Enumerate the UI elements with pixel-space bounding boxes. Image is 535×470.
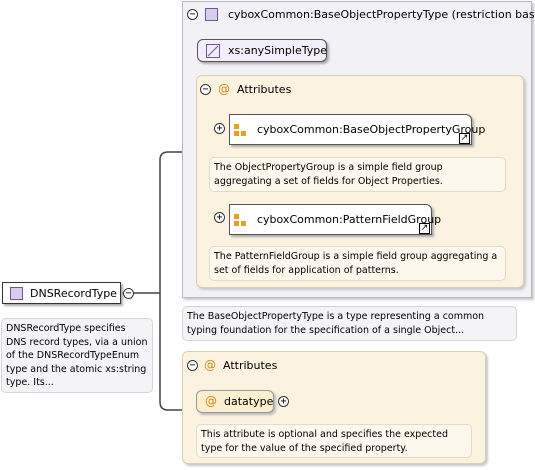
- attribute-group-box[interactable]: cyboxCommon:BaseObjectPropertyGroup ↗: [229, 114, 485, 145]
- attribute-description: This attribute is optional and specifies…: [196, 424, 472, 458]
- root-description: DNSRecordType specifies DNS record types…: [1, 318, 153, 393]
- complex-type-icon: [10, 287, 23, 300]
- simple-type-icon: [206, 44, 220, 58]
- attribute-group-description: The PatternFieldGroup is a simple field …: [209, 246, 506, 281]
- complex-type-icon: [205, 8, 218, 21]
- root-type-name: DNSRecordType: [30, 287, 117, 300]
- simple-type-name: xs:anySimpleType: [228, 44, 327, 57]
- base-type-collapse-toggle[interactable]: −: [187, 9, 198, 20]
- attribute-group-icon: [234, 214, 248, 228]
- attribute-group-description: The ObjectPropertyGroup is a simple fiel…: [209, 157, 506, 192]
- base-attributes-label: Attributes: [237, 83, 292, 96]
- group-expand-toggle[interactable]: +: [214, 212, 225, 223]
- attribute-group-icon: [234, 124, 248, 138]
- jump-arrow-icon[interactable]: ↗: [419, 223, 430, 234]
- root-type-box[interactable]: DNSRecordType: [2, 282, 121, 304]
- attribute-group-box[interactable]: cyboxCommon:PatternFieldGroup ↗: [229, 204, 441, 235]
- own-attributes-collapse-toggle[interactable]: −: [187, 360, 198, 371]
- attribute-group-name: cyboxCommon:PatternFieldGroup: [257, 213, 442, 226]
- root-collapse-toggle[interactable]: −: [123, 288, 134, 299]
- attribute-box[interactable]: @ datatype: [196, 390, 274, 413]
- group-expand-toggle[interactable]: +: [214, 123, 225, 134]
- attribute-group-name: cyboxCommon:BaseObjectPropertyGroup: [257, 123, 486, 136]
- at-icon: @: [218, 82, 230, 96]
- own-attributes-label: Attributes: [223, 359, 278, 372]
- jump-arrow-icon[interactable]: ↗: [459, 133, 470, 144]
- at-icon: @: [205, 394, 217, 408]
- attribute-name: datatype: [224, 395, 274, 408]
- simple-type-box[interactable]: xs:anySimpleType: [197, 39, 327, 62]
- attribute-expand-toggle[interactable]: +: [278, 396, 289, 407]
- at-icon: @: [204, 358, 216, 372]
- base-type-description: The BaseObjectPropertyType is a type rep…: [182, 306, 517, 341]
- base-attributes-collapse-toggle[interactable]: −: [200, 84, 211, 95]
- base-type-title[interactable]: cyboxCommon:BaseObjectPropertyType (rest…: [228, 8, 535, 21]
